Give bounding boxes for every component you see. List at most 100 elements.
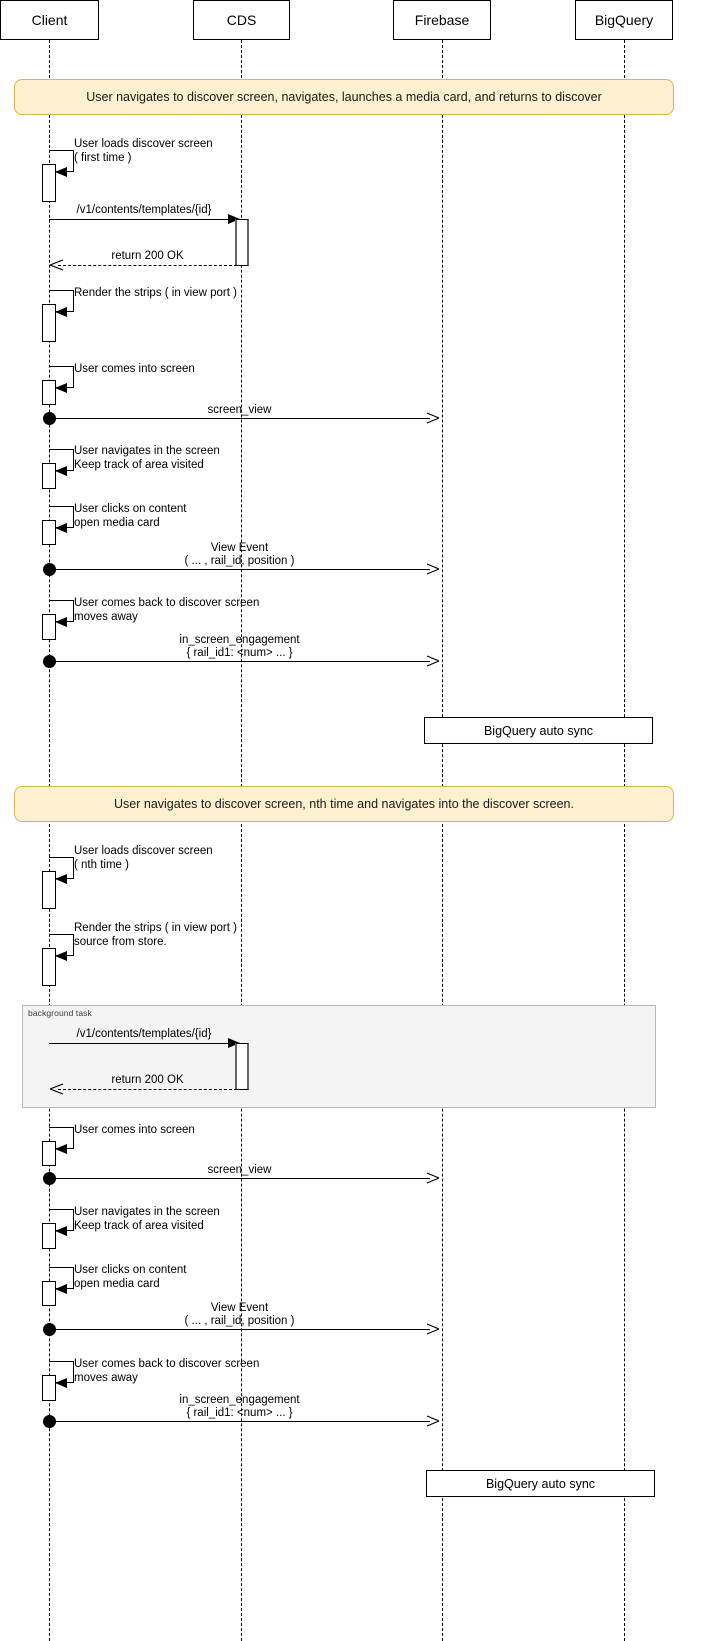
label-line-1: User loads discover screen [74,845,213,857]
label-line-1: Render the strips ( in view port ) [74,922,237,934]
arrowhead-m22 [426,1415,440,1427]
activation-client-m18 [42,1223,56,1249]
arrowhead-m13 [55,951,67,961]
label-line-2: moves away [74,1371,138,1384]
arrowhead-m2 [228,214,240,224]
message-label-m15: return 200 OK [111,1074,184,1086]
arrowhead-m12 [55,874,67,884]
activation-client-m8 [42,520,56,545]
message-label-m9: View Event ( ... , rail_id, position ) [49,542,430,568]
message-line-m17 [49,1178,430,1179]
arrowhead-m21 [55,1378,67,1388]
label-line-1: User navigates in the screen [74,445,220,457]
message-label-m14: /v1/contents/templates/{id} [76,1028,212,1040]
bigquery-auto-sync-box-1: BigQuery auto sync [424,717,653,744]
label-line-2: open media card [74,516,160,529]
label-line-1: in_screen_engagement [179,634,300,646]
activation-client-m5 [42,380,56,405]
arrowhead-m1 [55,167,67,177]
arrowhead-m5 [55,383,67,393]
label-line-1: User comes into screen [74,1124,195,1136]
label-line-1: User comes back to discover screen [74,597,260,609]
arrowhead-m7 [55,466,67,476]
arrowhead-m3 [49,259,64,271]
arrowhead-m19 [55,1284,67,1294]
message-label-m6: screen_view [207,404,272,416]
label-line-2: Keep track of area visited [74,458,204,471]
message-label-m11: in_screen_engagement { rail_id1: <num> .… [49,634,430,660]
message-label-m3: return 200 OK [111,250,184,262]
label-line-2: { rail_id1: <num> ... } [186,1407,293,1419]
activation-cds-2 [235,1043,249,1090]
arrowhead-m10 [55,617,67,627]
self-message-label-m1: User loads discover screen ( first time … [74,138,213,165]
label-line-2: Keep track of area visited [74,1219,204,1232]
self-message-label-m21: User comes back to discover screen moves… [74,1358,259,1385]
arrowhead-m6 [426,412,440,424]
message-line-m20 [49,1329,430,1330]
activation-client-m16 [42,1141,56,1166]
label-line-1: Render the strips ( in view port ) [74,287,237,299]
activation-client-m1 [42,164,56,202]
label-line-1: User comes back to discover screen [74,1358,260,1370]
participant-firebase[interactable]: Firebase [393,0,491,40]
self-message-label-m19: User clicks on content open media card [74,1264,187,1291]
message-label-m17: screen_view [207,1164,272,1176]
participant-cds[interactable]: CDS [193,0,290,40]
label-line-1: User loads discover screen [74,138,213,150]
fragment-background-task [22,1005,656,1108]
participant-bigquery[interactable]: BigQuery [575,0,673,40]
arrowhead-m16 [55,1144,67,1154]
arrowhead-m20 [426,1323,440,1335]
arrowhead-m4 [55,307,67,317]
message-line-m14 [49,1043,237,1044]
message-line-m6 [49,418,430,419]
lifeline-cds [241,40,242,1641]
message-line-m3 [58,265,237,266]
message-label-m20: View Event ( ... , rail_id, position ) [49,1302,430,1328]
message-label-m2: /v1/contents/templates/{id} [76,204,212,216]
lifeline-bigquery [624,40,625,1641]
message-line-m2 [49,219,237,220]
arrowhead-m9 [426,563,440,575]
label-line-1: User comes into screen [74,363,195,375]
self-message-label-m13: Render the strips ( in view port ) sourc… [74,922,237,949]
activation-client-m7 [42,463,56,489]
activation-cds-1 [235,219,249,266]
activation-client-m10 [42,614,56,640]
label-line-1: View Event [210,542,269,554]
label-line-1: User navigates in the screen [74,1206,220,1218]
activation-client-m13 [42,948,56,986]
section-banner-2: User navigates to discover screen, nth t… [14,786,674,822]
label-line-1: View Event [210,1302,269,1314]
self-message-label-m16: User comes into screen [74,1124,195,1138]
self-message-label-m8: User clicks on content open media card [74,503,187,530]
activation-client-m19 [42,1281,56,1306]
self-message-label-m10: User comes back to discover screen moves… [74,597,259,624]
arrowhead-m8 [55,523,67,533]
fragment-label-background-task: background task [28,1008,92,1018]
label-line-2: ( ... , rail_id, position ) [184,555,295,567]
label-line-1: User clicks on content [74,1264,187,1276]
arrowhead-m14 [228,1038,240,1048]
lifeline-client [49,40,50,1641]
arrowhead-m11 [426,655,440,667]
arrowhead-m17 [426,1172,440,1184]
arrowhead-m15 [49,1083,64,1095]
label-line-1: User clicks on content [74,503,187,515]
label-line-2: open media card [74,1277,160,1290]
activation-client-m21 [42,1375,56,1401]
participant-client[interactable]: Client [0,0,99,40]
activation-client-m4 [42,304,56,342]
bigquery-auto-sync-box-2: BigQuery auto sync [426,1470,655,1497]
message-line-m11 [49,661,430,662]
message-line-m15 [58,1089,237,1090]
message-line-m9 [49,569,430,570]
self-message-label-m4: Render the strips ( in view port ) [74,287,237,301]
label-line-2: ( nth time ) [74,858,129,871]
self-message-label-m18: User navigates in the screen Keep track … [74,1206,220,1233]
self-message-label-m5: User comes into screen [74,363,195,377]
self-message-label-m12: User loads discover screen ( nth time ) [74,845,213,872]
label-line-2: { rail_id1: <num> ... } [186,647,293,659]
